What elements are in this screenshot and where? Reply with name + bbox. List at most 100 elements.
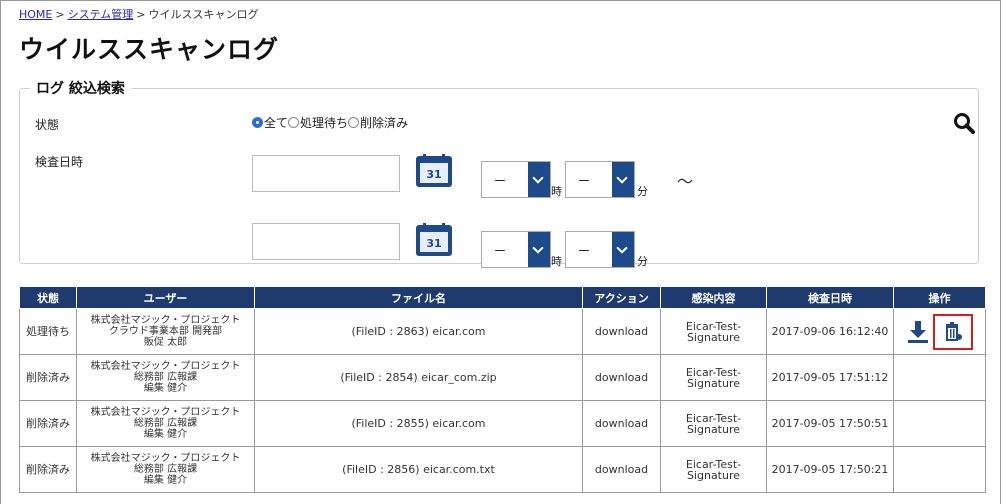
row-action: download: [582, 308, 661, 355]
row-operations: [893, 308, 986, 355]
row-status: 削除済み: [19, 354, 77, 401]
chevron-down-icon: [612, 162, 634, 197]
minute-unit: 分: [637, 185, 648, 198]
user-company: 株式会社マジック・プロジェクト: [90, 315, 241, 326]
breadcrumb-separator: >: [55, 8, 65, 21]
calendar-day-text: 31: [426, 168, 441, 181]
to-hour-select[interactable]: ー: [481, 231, 551, 268]
download-button[interactable]: [907, 320, 929, 344]
filter-legend: ログ 絞込検索: [36, 81, 125, 97]
col-user: ユーザー: [76, 286, 255, 309]
user-department: 総務部 広報課: [133, 372, 198, 383]
to-hour-value: ー: [494, 244, 507, 258]
row-status: 削除済み: [19, 446, 77, 493]
row-datetime: 2017-09-06 16:12:40: [766, 308, 894, 355]
to-minute-value: ー: [578, 244, 591, 258]
col-infection: 感染内容: [660, 286, 767, 309]
from-calendar-button[interactable]: 31: [412, 153, 456, 189]
radio-dot: [252, 117, 263, 128]
status-radio-deleted[interactable]: 削除済み: [348, 114, 408, 131]
user-name: 編集 健介: [143, 475, 188, 486]
calendar-icon: 31: [416, 154, 452, 187]
to-calendar-button[interactable]: 31: [412, 222, 456, 258]
calendar-icon: 31: [416, 223, 452, 256]
table-header-row: 状態 ユーザー ファイル名 アクション 感染内容 検査日時 操作: [19, 286, 986, 309]
radio-label: 削除済み: [360, 116, 409, 130]
chevron-down-icon: [612, 232, 634, 267]
status-label: 状態: [35, 118, 60, 132]
status-radio-pending[interactable]: 処理待ち: [288, 114, 348, 131]
radio-dot: [348, 117, 360, 128]
status-radio-all[interactable]: 全て: [252, 114, 288, 131]
from-hour-select[interactable]: ー: [481, 161, 551, 198]
from-hour-value: ー: [494, 174, 507, 188]
row-user: 株式会社マジック・プロジェクト 総務部 広報課 編集 健介: [76, 400, 255, 447]
row-datetime: 2017-09-05 17:51:12: [766, 354, 894, 401]
row-file: (FileID : 2863) eicar.com: [254, 308, 583, 355]
row-file: (FileID : 2855) eicar.com: [254, 400, 583, 447]
row-file: (FileID : 2854) eicar_com.zip: [254, 354, 583, 401]
col-datetime: 検査日時: [766, 286, 894, 309]
col-operations: 操作: [893, 286, 986, 309]
col-action: アクション: [582, 286, 661, 309]
row-action: download: [582, 354, 661, 401]
row-infection: Eicar-Test-Signature: [660, 308, 767, 355]
user-department: 総務部 広報課: [133, 418, 198, 429]
radio-label: 全て: [264, 116, 289, 130]
row-infection: Eicar-Test-Signature: [660, 446, 767, 493]
user-name: 編集 健介: [143, 429, 188, 440]
range-separator: 〜: [677, 172, 694, 191]
download-icon: [907, 320, 928, 343]
user-company: 株式会社マジック・プロジェクト: [90, 361, 241, 372]
user-name: 販促 太郎: [143, 337, 188, 348]
row-datetime: 2017-09-05 17:50:21: [766, 446, 894, 493]
row-user: 株式会社マジック・プロジェクト 総務部 広報課 編集 健介: [76, 354, 255, 401]
breadcrumb-current: ウイルススキャンログ: [148, 8, 259, 21]
table-row: 処理待ち 株式会社マジック・プロジェクト クラウド事業本部 開発部 販促 太郎 …: [19, 308, 986, 355]
col-status: 状態: [19, 286, 77, 309]
user-department: 総務部 広報課: [133, 464, 198, 475]
row-user: 株式会社マジック・プロジェクト クラウド事業本部 開発部 販促 太郎: [76, 308, 255, 355]
breadcrumb-system-link[interactable]: システム管理: [67, 8, 134, 21]
from-date-input[interactable]: [252, 155, 400, 192]
from-minute-select[interactable]: ー: [565, 161, 635, 198]
row-file: (FileID : 2856) eicar.com.txt: [254, 446, 583, 493]
chevron-down-icon: [528, 162, 550, 197]
date-label: 検査日時: [35, 155, 84, 169]
user-company: 株式会社マジック・プロジェクト: [90, 407, 241, 418]
hour-unit: 時: [551, 185, 562, 198]
to-date-input[interactable]: [252, 223, 400, 260]
search-icon: [954, 113, 975, 134]
status-radio-group: 全て 処理待ち 削除済み: [252, 114, 408, 131]
row-user: 株式会社マジック・プロジェクト 総務部 広報課 編集 健介: [76, 446, 255, 493]
col-file: ファイル名: [254, 286, 583, 309]
breadcrumb-home-link[interactable]: HOME: [19, 8, 53, 21]
row-infection: Eicar-Test-Signature: [660, 354, 767, 401]
from-minute-value: ー: [578, 174, 591, 188]
scan-log-table: 状態 ユーザー ファイル名 アクション 感染内容 検査日時 操作 処理待ち 株式…: [19, 286, 986, 493]
page-title: ウイルススキャンログ: [19, 35, 280, 64]
row-datetime: 2017-09-05 17:50:51: [766, 400, 894, 447]
minute-unit: 分: [637, 255, 648, 268]
row-status: 処理待ち: [19, 308, 77, 355]
table-row: 削除済み 株式会社マジック・プロジェクト 総務部 広報課 編集 健介 (File…: [19, 446, 986, 493]
user-company: 株式会社マジック・プロジェクト: [90, 453, 241, 464]
user-department: クラウド事業本部 開発部: [108, 326, 223, 337]
calendar-day-text: 31: [426, 237, 441, 250]
radio-dot: [288, 117, 300, 128]
row-action: download: [582, 446, 661, 493]
search-button[interactable]: [953, 112, 975, 134]
row-operations: [893, 354, 986, 401]
row-action: download: [582, 400, 661, 447]
delete-button[interactable]: [932, 313, 973, 350]
row-operations: [893, 446, 986, 493]
row-infection: Eicar-Test-Signature: [660, 400, 767, 447]
table-row: 削除済み 株式会社マジック・プロジェクト 総務部 広報課 編集 健介 (File…: [19, 400, 986, 447]
chevron-down-icon: [528, 232, 550, 267]
table-row: 削除済み 株式会社マジック・プロジェクト 総務部 広報課 編集 健介 (File…: [19, 354, 986, 401]
hour-unit: 時: [551, 255, 562, 268]
trash-icon: [945, 321, 962, 341]
breadcrumb-separator: >: [136, 8, 146, 21]
to-minute-select[interactable]: ー: [565, 231, 635, 268]
radio-label: 処理待ち: [300, 116, 349, 130]
